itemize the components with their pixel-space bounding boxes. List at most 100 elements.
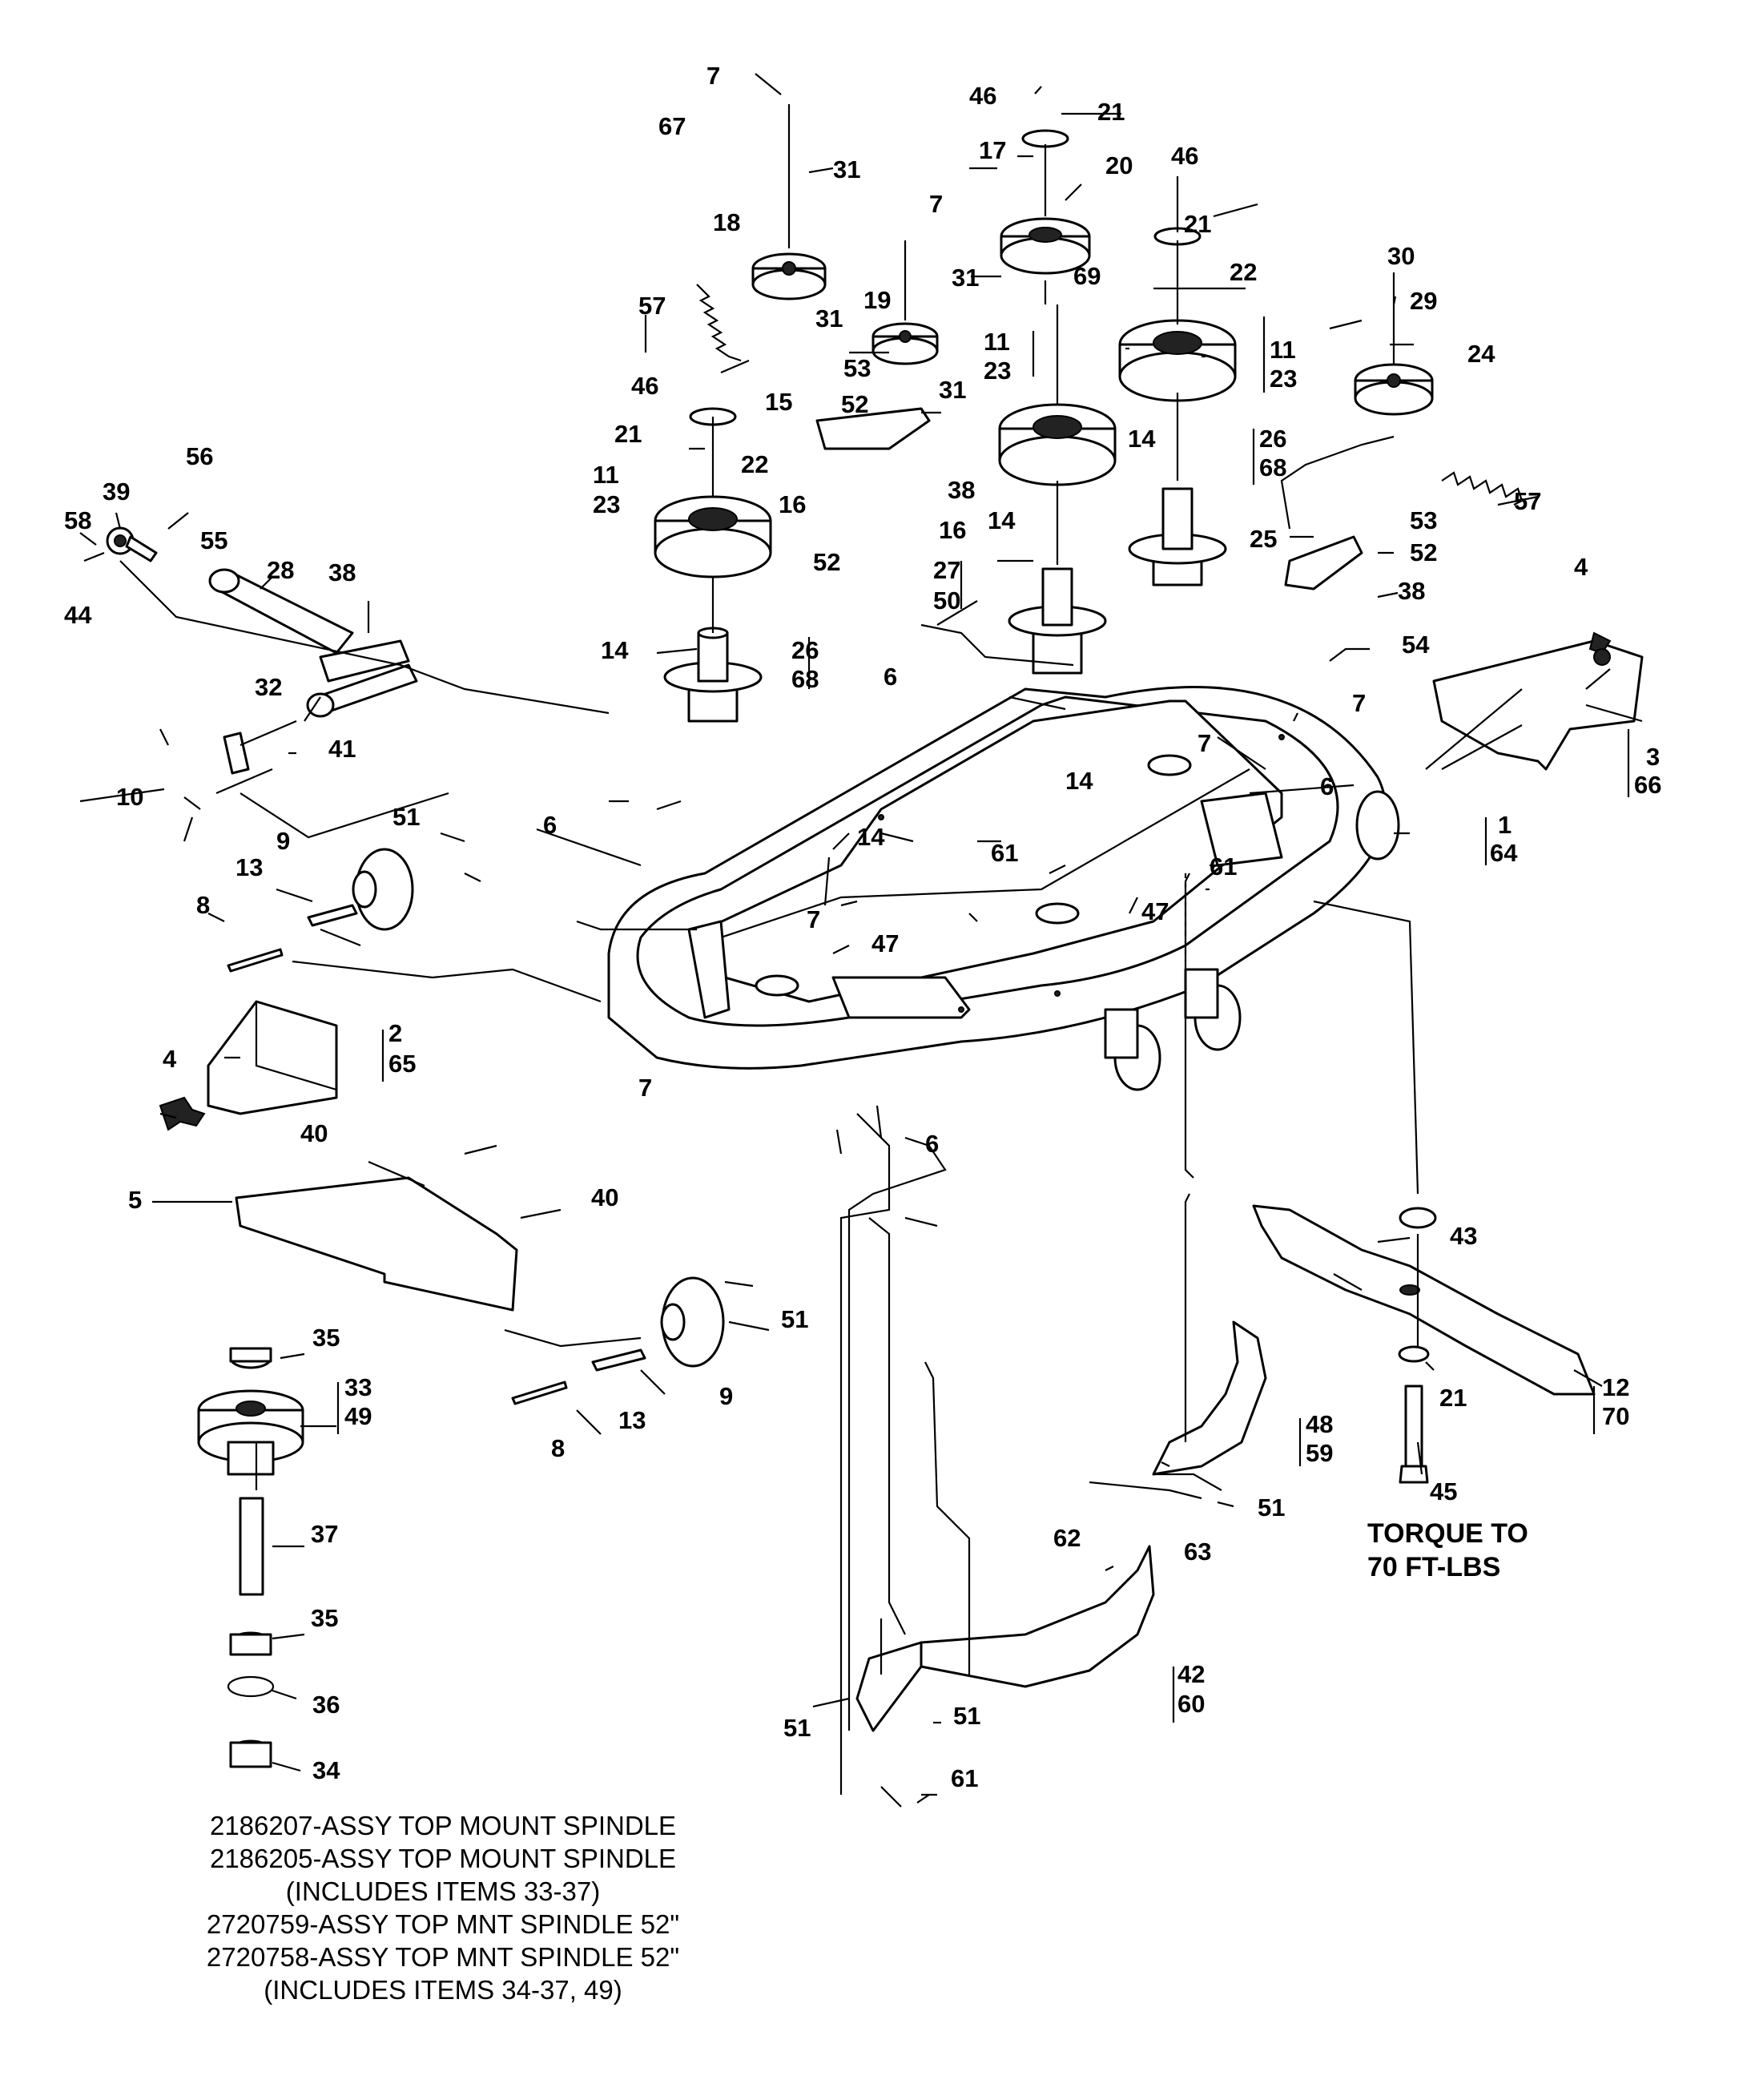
assembly-note-5: 2720758-ASSY TOP MNT SPINDLE 52" [207, 1942, 679, 1972]
callout-7: 7 [706, 62, 720, 90]
callout-4: 4 [1574, 553, 1588, 581]
callout-53: 53 [1410, 506, 1437, 534]
callout-68: 68 [791, 665, 819, 693]
idler-arm-15 [815, 407, 931, 450]
spindle-pulley-right [1118, 319, 1237, 402]
front-baffle-42 [855, 1545, 1155, 1732]
callout-46: 46 [631, 372, 658, 400]
callout-14: 14 [1065, 767, 1093, 795]
callout-17: 17 [979, 136, 1006, 164]
callout-16: 16 [779, 490, 806, 518]
callout-56: 56 [186, 442, 213, 470]
callout-1: 1 [1498, 811, 1512, 839]
callout-52: 52 [1410, 538, 1437, 566]
blade-washer-21 [1398, 1345, 1430, 1363]
callout-43: 43 [1450, 1222, 1477, 1250]
callout-38: 38 [1398, 577, 1425, 605]
callout-51: 51 [781, 1305, 808, 1333]
callout-2: 2 [388, 1019, 402, 1047]
assembly-note-2: 2186205-ASSY TOP MOUNT SPINDLE [210, 1844, 676, 1873]
callout-38: 38 [948, 476, 975, 504]
callout-20: 20 [1105, 151, 1133, 179]
callout-40: 40 [591, 1183, 618, 1211]
callout-31: 31 [952, 264, 979, 292]
callout-labels: 7 46 21 67 31 17 20 46 7 18 69 21 22 31 … [64, 62, 1661, 1792]
callout-50: 50 [933, 586, 960, 615]
callout-27: 27 [933, 556, 960, 584]
rod-end-39 [106, 526, 158, 562]
callout-44: 44 [64, 601, 92, 629]
callout-47: 47 [872, 929, 899, 957]
callout-31: 31 [833, 155, 860, 183]
lift-link-32 [223, 719, 297, 775]
callout-23: 23 [984, 357, 1011, 385]
callout-48: 48 [1306, 1410, 1333, 1438]
callout-25: 25 [1250, 525, 1277, 553]
callout-35: 35 [312, 1324, 340, 1352]
callout-7: 7 [929, 190, 943, 218]
spindle-pulley-left [654, 495, 772, 578]
callout-57: 57 [1514, 487, 1541, 515]
callout-22: 22 [741, 450, 768, 478]
discharge-chute-cover-left [207, 1000, 338, 1115]
callout-57: 57 [638, 292, 666, 320]
callout-61: 61 [951, 1764, 978, 1792]
spindle-pulley-center [998, 403, 1117, 486]
callout-42: 42 [1177, 1660, 1205, 1688]
idler-pulley-24 [1354, 363, 1434, 416]
callout-31: 31 [939, 376, 966, 404]
leader-lines [79, 73, 1643, 1808]
callout-32: 32 [255, 673, 282, 701]
callout-51: 51 [953, 1702, 980, 1730]
mower-deck-housing [607, 686, 1387, 1070]
callout-69: 69 [1073, 262, 1101, 290]
callout-13: 13 [235, 853, 263, 881]
callout-14: 14 [601, 636, 629, 664]
callout-15: 15 [765, 388, 792, 416]
callout-21: 21 [614, 420, 642, 448]
callout-33: 33 [344, 1373, 372, 1401]
callout-26: 26 [1259, 425, 1286, 453]
knob-right [1588, 631, 1612, 666]
callout-9: 9 [276, 827, 290, 855]
torque-note-line-1: TORQUE TO [1367, 1518, 1528, 1549]
callout-6: 6 [884, 663, 897, 691]
callout-53: 53 [843, 354, 871, 382]
callout-6: 6 [925, 1130, 939, 1158]
drive-pulley-20 [1000, 217, 1091, 275]
callout-19: 19 [863, 286, 891, 314]
callout-49: 49 [344, 1402, 372, 1430]
callout-21: 21 [1097, 98, 1125, 126]
callout-31: 31 [815, 304, 843, 333]
callout-21: 21 [1439, 1384, 1467, 1412]
callout-4: 4 [163, 1045, 177, 1073]
axle-13-upper [307, 904, 358, 927]
callout-67: 67 [658, 112, 686, 140]
spindle-housing-left [663, 627, 763, 723]
callout-8: 8 [196, 891, 210, 919]
axle-13-lower [591, 1348, 646, 1372]
callout-52: 52 [813, 548, 840, 576]
idler-pulley-18 [751, 252, 827, 300]
callout-59: 59 [1306, 1439, 1333, 1467]
callout-37: 37 [311, 1520, 338, 1548]
bolt-8-lower [511, 1381, 568, 1405]
spindle-assembly-detail [197, 1347, 304, 1768]
callout-46: 46 [1171, 142, 1198, 170]
deck-lift-arm [208, 568, 418, 718]
callout-28: 28 [267, 556, 294, 584]
callout-12: 12 [1602, 1373, 1629, 1401]
idler-pulley-19 [872, 322, 939, 365]
callout-9: 9 [719, 1382, 733, 1410]
rear-baffle-48 [1152, 1320, 1267, 1476]
discharge-baffle [235, 1176, 518, 1312]
bolt-8-upper [227, 948, 284, 973]
assembly-note-1: 2186207-ASSY TOP MOUNT SPINDLE [210, 1811, 676, 1840]
assembly-note-4: 2720759-ASSY TOP MNT SPINDLE 52" [207, 1909, 679, 1939]
callout-46: 46 [969, 82, 996, 110]
callout-14: 14 [988, 506, 1016, 534]
spindle-assembly-notes: 2186207-ASSY TOP MOUNT SPINDLE 2186205-A… [207, 1811, 679, 2005]
callout-63: 63 [1184, 1538, 1211, 1566]
callout-5: 5 [128, 1186, 142, 1214]
